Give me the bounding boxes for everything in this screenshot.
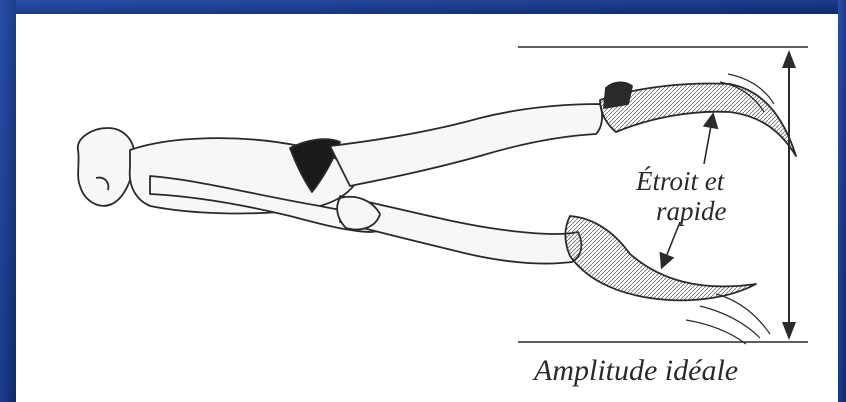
amplitude-label: Amplitude idéale bbox=[532, 354, 738, 387]
narrow-label-line2: rapide bbox=[656, 196, 727, 226]
narrow-label-line1: Étroit et bbox=[635, 166, 726, 196]
